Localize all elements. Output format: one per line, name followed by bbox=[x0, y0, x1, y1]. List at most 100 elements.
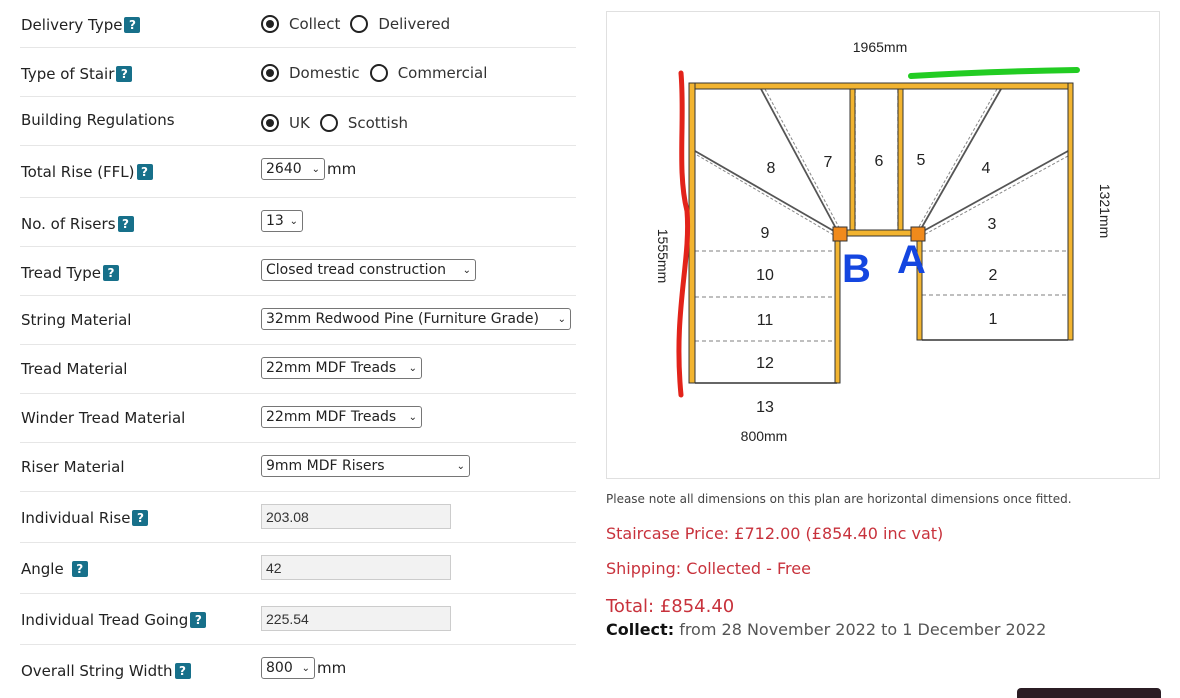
riser-material-label: Riser Material bbox=[21, 458, 125, 476]
chevron-down-icon: ⌄ bbox=[408, 411, 417, 423]
tread-material-label: Tread Material bbox=[21, 360, 128, 378]
shipping-info: Shipping: Collected - Free bbox=[606, 559, 811, 578]
row-overall-string-width: Overall String Width? 800⌄ mm bbox=[20, 644, 576, 694]
help-icon[interactable]: ? bbox=[117, 216, 134, 232]
step-number: 12 bbox=[756, 355, 774, 372]
plan-svg: B A 1965mm 800mm 1321mm 1555mm 1 2 3 4 5… bbox=[655, 39, 1113, 444]
radio-unchecked-icon bbox=[369, 64, 388, 82]
string-material-select[interactable]: 32mm Redwood Pine (Furniture Grade)⌄ bbox=[261, 308, 571, 330]
collect-date-range: from 28 November 2022 to 1 December 2022 bbox=[679, 620, 1047, 639]
riser-material-select[interactable]: 9mm MDF Risers⌄ bbox=[261, 455, 470, 477]
row-individual-rise: Individual Rise? bbox=[20, 491, 576, 543]
individual-tread-going-field[interactable] bbox=[261, 606, 451, 631]
row-no-of-risers: No. of Risers? 13⌄ bbox=[20, 197, 576, 247]
chevron-down-icon: ⌄ bbox=[301, 662, 310, 674]
row-winder-tread-material: Winder Tread Material 22mm MDF Treads⌄ bbox=[20, 393, 576, 443]
total-rise-unit: mm bbox=[327, 160, 357, 178]
help-icon[interactable]: ? bbox=[116, 66, 133, 82]
step-number: 10 bbox=[756, 267, 774, 284]
row-tread-type: Tread Type? Closed tread construction⌄ bbox=[20, 246, 576, 296]
chevron-down-icon: ⌄ bbox=[557, 313, 566, 325]
delivery-collect-radio[interactable]: Collect bbox=[261, 15, 340, 33]
newel-post-a bbox=[910, 226, 926, 242]
string-material-label: String Material bbox=[21, 311, 132, 329]
marker-b-label: B bbox=[842, 247, 871, 291]
step-number: 6 bbox=[875, 153, 884, 170]
row-tread-material: Tread Material 22mm MDF Treads⌄ bbox=[20, 344, 576, 394]
radio-checked-icon bbox=[261, 64, 279, 82]
chevron-down-icon: ⌄ bbox=[456, 460, 465, 472]
tread-material-select[interactable]: 22mm MDF Treads⌄ bbox=[261, 357, 422, 379]
step-number: 5 bbox=[917, 152, 926, 169]
help-icon[interactable]: ? bbox=[132, 510, 149, 526]
step-number: 1 bbox=[989, 311, 998, 328]
step-number: 3 bbox=[988, 216, 997, 233]
dim-bottom: 800mm bbox=[741, 428, 788, 444]
no-of-risers-select[interactable]: 13⌄ bbox=[261, 210, 303, 232]
dimensions-note: Please note all dimensions on this plan … bbox=[606, 492, 1072, 506]
delivery-type-label: Delivery Type? bbox=[21, 16, 141, 34]
red-annotation-line bbox=[676, 70, 691, 398]
overall-string-width-select[interactable]: 800⌄ bbox=[261, 657, 315, 679]
row-individual-tread-going: Individual Tread Going? bbox=[20, 593, 576, 645]
building-regulations-label: Building Regulations bbox=[21, 111, 175, 129]
step-number: 8 bbox=[767, 160, 776, 177]
chevron-down-icon: ⌄ bbox=[311, 163, 320, 175]
type-of-stair-label: Type of Stair? bbox=[21, 65, 133, 83]
step-number: 4 bbox=[982, 160, 991, 177]
angle-label: Angle? bbox=[21, 560, 88, 578]
stair-commercial-radio[interactable]: Commercial bbox=[369, 64, 487, 82]
help-icon[interactable]: ? bbox=[124, 17, 141, 33]
total-price: Total: £854.40 bbox=[606, 596, 735, 617]
help-icon[interactable]: ? bbox=[71, 561, 88, 577]
no-of-risers-label: No. of Risers? bbox=[21, 215, 134, 233]
row-riser-material: Riser Material 9mm MDF Risers⌄ bbox=[20, 442, 576, 492]
step-number: 7 bbox=[824, 154, 833, 171]
winder-tread-material-label: Winder Tread Material bbox=[21, 409, 186, 427]
collect-dates: Collect: from 28 November 2022 to 1 Dece… bbox=[606, 620, 1046, 639]
stair-domestic-radio[interactable]: Domestic bbox=[261, 64, 360, 82]
dim-right: 1321mm bbox=[1097, 184, 1113, 238]
total-rise-label: Total Rise (FFL)? bbox=[21, 163, 153, 181]
dim-left: 1555mm bbox=[655, 229, 671, 283]
help-icon[interactable]: ? bbox=[102, 265, 119, 281]
row-delivery-type: Delivery Type? Collect Delivered bbox=[20, 0, 576, 48]
radio-checked-icon bbox=[261, 15, 279, 33]
green-annotation-line bbox=[908, 67, 1080, 79]
row-building-regulations: Building Regulations UK Scottish bbox=[20, 96, 576, 146]
radio-unchecked-icon bbox=[319, 114, 338, 132]
action-button-partial[interactable] bbox=[1017, 688, 1161, 698]
step-number: 13 bbox=[756, 399, 774, 416]
help-icon[interactable]: ? bbox=[136, 164, 153, 180]
individual-rise-field[interactable] bbox=[261, 504, 451, 529]
step-number: 9 bbox=[761, 225, 770, 242]
row-angle: Angle? bbox=[20, 542, 576, 594]
regs-scottish-radio[interactable]: Scottish bbox=[319, 114, 408, 132]
radio-checked-icon bbox=[261, 114, 279, 132]
chevron-down-icon: ⌄ bbox=[289, 215, 298, 227]
overall-string-width-label: Overall String Width? bbox=[21, 662, 191, 680]
tread-type-select[interactable]: Closed tread construction⌄ bbox=[261, 259, 476, 281]
chevron-down-icon: ⌄ bbox=[462, 264, 471, 276]
help-icon[interactable]: ? bbox=[174, 663, 191, 679]
individual-tread-going-label: Individual Tread Going? bbox=[21, 611, 207, 629]
staircase-plan-diagram: B A 1965mm 800mm 1321mm 1555mm 1 2 3 4 5… bbox=[606, 11, 1160, 479]
marker-a-label: A bbox=[897, 238, 926, 282]
step-number: 11 bbox=[757, 312, 774, 329]
angle-field[interactable] bbox=[261, 555, 451, 580]
overall-string-width-unit: mm bbox=[317, 659, 347, 677]
dim-top: 1965mm bbox=[853, 39, 907, 55]
row-type-of-stair: Type of Stair? Domestic Commercial bbox=[20, 47, 576, 97]
delivery-delivered-radio[interactable]: Delivered bbox=[350, 15, 450, 33]
staircase-price: Staircase Price: £712.00 (£854.40 inc va… bbox=[606, 524, 944, 543]
total-rise-select[interactable]: 2640⌄ bbox=[261, 158, 325, 180]
chevron-down-icon: ⌄ bbox=[408, 362, 417, 374]
winder-tread-material-select[interactable]: 22mm MDF Treads⌄ bbox=[261, 406, 422, 428]
row-string-material: String Material 32mm Redwood Pine (Furni… bbox=[20, 295, 576, 345]
row-total-rise: Total Rise (FFL)? 2640⌄ mm bbox=[20, 145, 576, 198]
help-icon[interactable]: ? bbox=[190, 612, 207, 628]
step-number: 2 bbox=[989, 267, 998, 284]
individual-rise-label: Individual Rise? bbox=[21, 509, 149, 527]
newel-post-b bbox=[832, 226, 848, 242]
regs-uk-radio[interactable]: UK bbox=[261, 114, 310, 132]
